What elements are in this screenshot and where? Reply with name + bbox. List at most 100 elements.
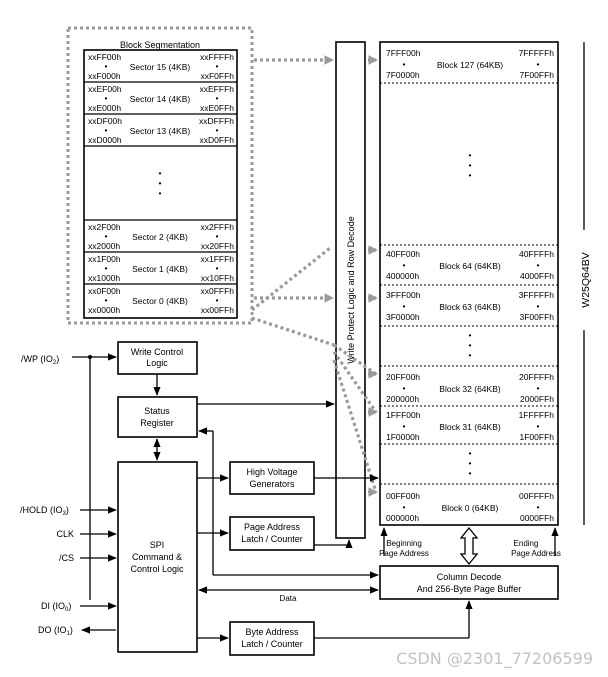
block-segmentation-title: Block Segmentation	[120, 40, 200, 50]
sector-name: Sector 1 (4KB)	[132, 264, 188, 274]
block-bullet-right: •	[537, 59, 540, 69]
block-end-bottom: 1F00FFh	[520, 432, 555, 442]
sector-start-top: xx1F00h	[88, 254, 121, 264]
sector-name: Sector 13 (4KB)	[130, 126, 191, 136]
status-register-label-2: Register	[140, 418, 174, 428]
block-bullet-left: •	[403, 383, 406, 393]
sector-start-bottom: xx0000h	[88, 305, 120, 315]
sector-start-bottom: xx1000h	[88, 273, 120, 283]
block-start-top: 40FF00h	[386, 249, 420, 259]
block-end-top: 7FFFFFh	[519, 48, 555, 58]
pin-hold: /HOLD (IO3)	[20, 505, 69, 517]
block-bullet-right: •	[537, 260, 540, 270]
sector-end-bottom: xx10FFh	[201, 273, 234, 283]
memory-ellipsis-lower: • • •	[469, 448, 472, 478]
block-bullet-left: •	[403, 260, 406, 270]
sector-ellipsis: • • •	[159, 168, 162, 198]
block-end-top: 20FFFFh	[519, 372, 554, 382]
block-start-bottom: 1F0000h	[386, 432, 420, 442]
block-bullet-left: •	[403, 301, 406, 311]
spi-label-3: Control Logic	[130, 564, 184, 574]
block-end-top: 3FFFFFh	[519, 290, 555, 300]
block-end-top: 40FFFFh	[519, 249, 554, 259]
sector-end-top: xx1FFFh	[200, 254, 234, 264]
sector-bullet-right: •	[216, 61, 219, 71]
block-end-bottom: 3F00FFh	[520, 312, 555, 322]
column-decode-label-2: And 256-Byte Page Buffer	[417, 584, 521, 594]
sector-end-bottom: xxF0FFh	[200, 71, 234, 81]
column-decode-label-1: Column Decode	[437, 572, 502, 582]
sector-bullet-right: •	[216, 231, 219, 241]
sector-bullet-right: •	[216, 93, 219, 103]
sector-start-top: xxDF00h	[88, 116, 122, 126]
block-start-bottom: 3F0000h	[386, 312, 420, 322]
svg-text:•: •	[159, 178, 162, 188]
svg-text:•: •	[469, 160, 472, 170]
pin-clk: CLK	[56, 529, 74, 539]
svg-text:•: •	[469, 448, 472, 458]
block-start-top: 3FFF00h	[386, 290, 421, 300]
pin-do: DO (IO1)	[38, 625, 73, 637]
array-buffer-double-arrow	[459, 526, 479, 566]
sector-start-top: xx2F00h	[88, 222, 121, 232]
row-decode-block	[335, 41, 366, 539]
spi-label-2: Command &	[132, 552, 182, 562]
high-voltage-label-2: Generators	[249, 479, 295, 489]
sector-end-bottom: xx20FFh	[201, 241, 234, 251]
sector-stack	[83, 49, 238, 319]
memory-ellipsis-upper: • • •	[469, 150, 472, 180]
sector-name: Sector 15 (4KB)	[130, 62, 191, 72]
sector-end-bottom: xx00FFh	[201, 305, 234, 315]
svg-text:•: •	[159, 188, 162, 198]
sector-start-top: xx0F00h	[88, 286, 121, 296]
sector-bullet-left: •	[105, 61, 108, 71]
segmentation-connectors	[251, 55, 378, 497]
block-start-bottom: 7F0000h	[386, 70, 420, 80]
block-bullet-right: •	[537, 421, 540, 431]
sector-end-top: xxDFFFh	[199, 116, 234, 126]
sector-start-bottom: xx2000h	[88, 241, 120, 251]
data-bus-label: Data	[280, 594, 297, 603]
svg-text:•: •	[159, 168, 162, 178]
sector-start-bottom: xxE000h	[88, 103, 121, 113]
pin-wp: /WP (IO2)	[21, 354, 59, 366]
status-register	[117, 396, 198, 438]
page-address-label-1: Page Address	[244, 522, 301, 532]
memory-ellipsis-middle: • • •	[469, 330, 472, 360]
pin-cs: /CS	[59, 553, 74, 563]
block-end-bottom: 2000FFh	[520, 394, 554, 404]
svg-text:•: •	[469, 170, 472, 180]
block-start-top: 20FF00h	[386, 372, 420, 382]
block-start-bottom: 000000h	[386, 513, 419, 523]
pin-di: DI (IO0)	[41, 601, 71, 613]
signal-wires	[72, 353, 473, 642]
column-decode-buffer	[379, 565, 559, 600]
block-bullet-right: •	[537, 301, 540, 311]
block-end-bottom: 0000FFh	[520, 513, 554, 523]
sector-bullet-left: •	[105, 93, 108, 103]
block-name: Block 32 (64KB)	[439, 384, 501, 394]
block-name: Block 0 (64KB)	[442, 503, 499, 513]
page-address-latch	[229, 516, 315, 551]
sector-name: Sector 14 (4KB)	[130, 94, 191, 104]
byte-address-label-1: Byte Address	[245, 627, 299, 637]
block-start-top: 7FFF00h	[386, 48, 421, 58]
sector-name: Sector 0 (4KB)	[132, 296, 188, 306]
write-control-logic	[117, 341, 198, 375]
memory-array	[379, 41, 559, 526]
block-name: Block 63 (64KB)	[439, 302, 501, 312]
svg-text:•: •	[469, 330, 472, 340]
row-decode-label: Write Protect Logic and Row Decode	[346, 216, 356, 363]
page-address-label-2: Latch / Counter	[241, 534, 303, 544]
watermark: CSDN @2301_77206599	[396, 649, 593, 669]
